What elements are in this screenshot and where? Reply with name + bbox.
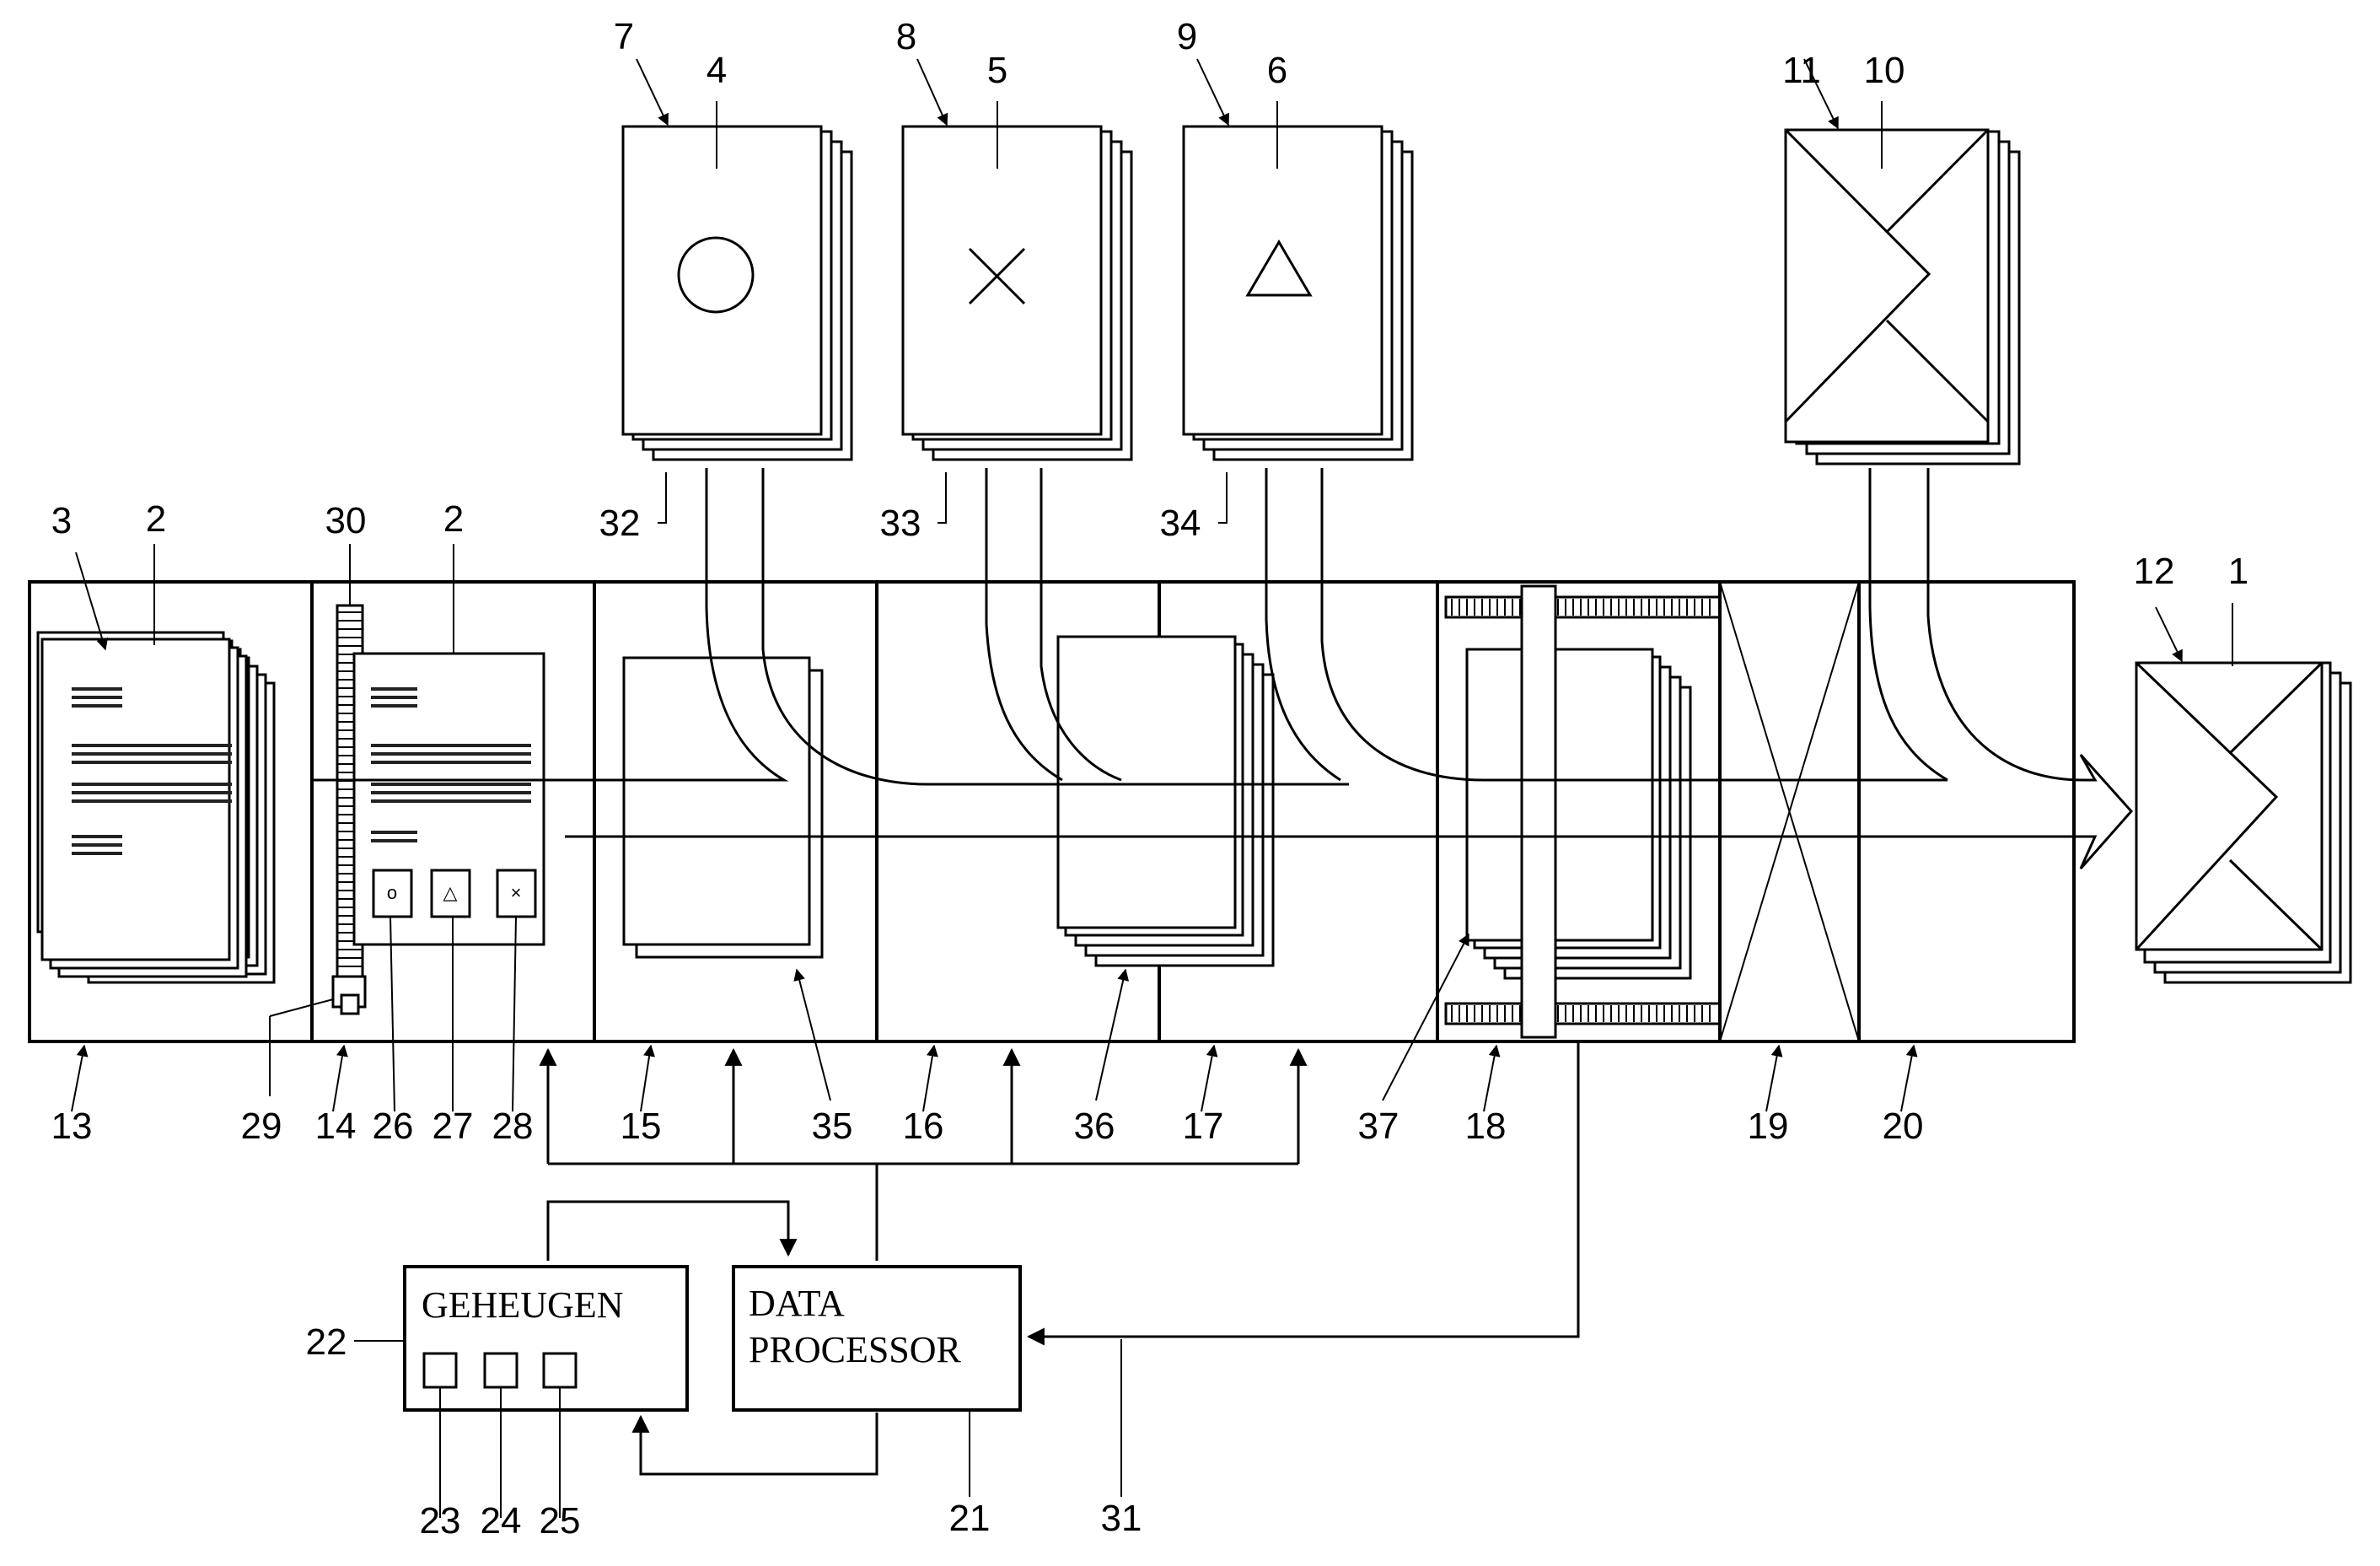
ref-8: 8 [896, 16, 916, 57]
ref-23: 23 [420, 1500, 461, 1542]
ref-5: 5 [987, 50, 1007, 91]
ref-28: 28 [492, 1106, 534, 1147]
code-mark-cross: × [511, 882, 522, 903]
ref-18: 18 [1465, 1106, 1507, 1147]
ref-19: 19 [1748, 1106, 1789, 1147]
ref-6: 6 [1267, 50, 1287, 91]
ref-9: 9 [1177, 16, 1197, 57]
ref-25: 25 [540, 1500, 581, 1542]
collated-set-36 [1058, 637, 1273, 966]
ref-7: 7 [614, 16, 634, 57]
ref-15: 15 [621, 1106, 662, 1147]
ref-12: 12 [2134, 551, 2175, 592]
envelope-stack [1786, 130, 2019, 464]
control-lines [548, 1041, 1578, 1474]
ref-34: 34 [1160, 503, 1201, 544]
insert-stack-cross [903, 126, 1131, 460]
ref-17: 17 [1183, 1106, 1224, 1147]
ref-20: 20 [1883, 1106, 1924, 1147]
folding-station [1446, 586, 1720, 1037]
memory-label: GEHEUGEN [422, 1284, 624, 1326]
insert-stack-triangle [1184, 126, 1412, 460]
processor-label-line2: PROCESSOR [749, 1329, 962, 1370]
processor-label-line1: DATA [749, 1283, 845, 1324]
ref-26: 26 [373, 1106, 414, 1147]
ref-2-right: 2 [443, 498, 464, 540]
ref-37: 37 [1358, 1106, 1400, 1147]
memory-box: GEHEUGEN [405, 1267, 687, 1410]
ref-33: 33 [880, 503, 921, 544]
ref-10: 10 [1864, 50, 1905, 91]
ref-11: 11 [1782, 50, 1821, 91]
ref-14: 14 [315, 1106, 357, 1147]
ref-29: 29 [241, 1106, 282, 1147]
scanned-document: o △ × [354, 654, 544, 944]
code-mark-circle: o [387, 882, 397, 903]
ref-32: 32 [599, 503, 641, 544]
ref-21: 21 [949, 1498, 991, 1539]
output-envelope-stack [2136, 663, 2350, 982]
ref-24: 24 [481, 1500, 522, 1542]
ref-1: 1 [2228, 551, 2248, 592]
data-processor-box: DATA PROCESSOR [733, 1267, 1020, 1410]
ref-16: 16 [903, 1106, 944, 1147]
ref-36: 36 [1074, 1106, 1115, 1147]
document-stack-input [38, 632, 274, 982]
ref-4: 4 [706, 50, 727, 91]
ref-31: 31 [1101, 1498, 1142, 1539]
ref-35: 35 [812, 1106, 853, 1147]
ref-2-left: 2 [146, 498, 166, 540]
ref-30: 30 [325, 500, 367, 541]
ref-13: 13 [51, 1106, 93, 1147]
ref-3: 3 [51, 500, 72, 541]
ref-22: 22 [306, 1321, 347, 1363]
code-mark-triangle: △ [443, 882, 458, 903]
insert-stack-circle [623, 126, 852, 460]
ref-27: 27 [432, 1106, 474, 1147]
